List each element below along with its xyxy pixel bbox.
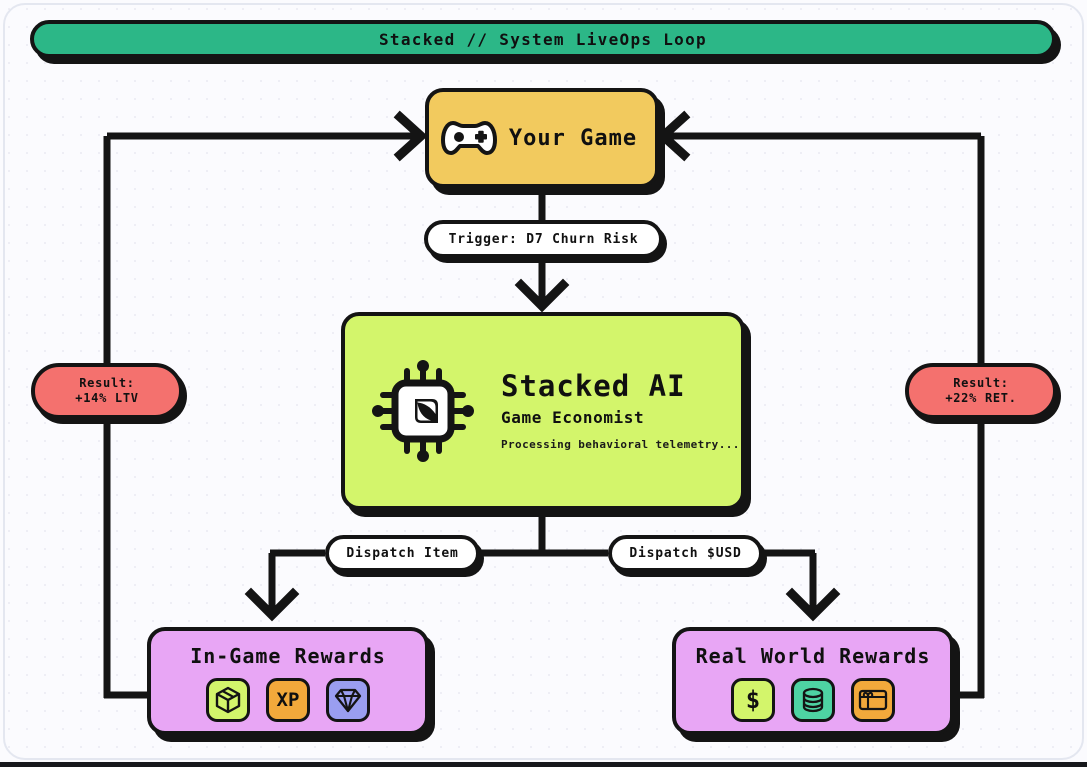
title-banner: Stacked // System LiveOps Loop [30, 20, 1056, 58]
bottom-edge [0, 762, 1087, 767]
dollar-icon: $ [745, 686, 761, 714]
node-stacked-ai-subtitle: Game Economist [501, 407, 645, 427]
node-stacked-ai-title: Stacked AI [501, 369, 686, 404]
arrowhead-into-ai [514, 278, 570, 313]
gift-card-icon [858, 688, 888, 712]
page-title: Stacked // System LiveOps Loop [379, 29, 707, 49]
coins-icon [799, 686, 827, 714]
chip-coins[interactable] [791, 678, 835, 722]
badge-result-left-line1: Result: [79, 376, 135, 390]
pill-trigger-label: Trigger: D7 Churn Risk [448, 231, 639, 247]
xp-icon: XP [276, 689, 300, 711]
arrowhead-right-into-game [656, 110, 691, 162]
badge-result-right: Result: +22% RET. [905, 363, 1057, 419]
pill-dispatch-item[interactable]: Dispatch Item [325, 535, 480, 572]
pill-dispatch-usd[interactable]: Dispatch $USD [608, 535, 763, 572]
cpu-chip-icon [371, 359, 475, 463]
ingame-chip-row: XP [206, 678, 370, 722]
chip-xp[interactable]: XP [266, 678, 310, 722]
node-ingame-rewards[interactable]: In-Game Rewards XP [147, 627, 429, 735]
arrowhead-left-into-game [393, 110, 428, 162]
badge-result-left: Result: +14% LTV [31, 363, 183, 419]
node-stacked-ai-status: Processing behavioral telemetry... [501, 437, 740, 451]
chip-gift-card[interactable] [851, 678, 895, 722]
node-your-game-label: Your Game [508, 125, 638, 151]
loot-box-icon [214, 686, 242, 714]
gamepad-icon [440, 116, 497, 160]
badge-result-right-line1: Result: [953, 376, 1009, 390]
badge-result-right-line2: +22% RET. [945, 391, 1017, 405]
arrowhead-into-ingame [244, 587, 300, 622]
chip-gem[interactable] [326, 678, 370, 722]
chip-dollar[interactable]: $ [731, 678, 775, 722]
node-real-world-rewards[interactable]: Real World Rewards $ [672, 627, 954, 735]
node-your-game[interactable]: Your Game [425, 88, 659, 188]
node-ingame-rewards-title: In-Game Rewards [190, 644, 386, 668]
node-real-world-rewards-title: Real World Rewards [695, 644, 931, 668]
pill-trigger[interactable]: Trigger: D7 Churn Risk [424, 220, 663, 258]
arrowhead-into-real [785, 587, 841, 622]
node-stacked-ai[interactable]: Stacked AI Game Economist Processing beh… [341, 312, 745, 510]
chip-loot-box[interactable] [206, 678, 250, 722]
real-chip-row: $ [731, 678, 895, 722]
badge-result-left-line2: +14% LTV [75, 391, 139, 405]
pill-dispatch-usd-label: Dispatch $USD [629, 546, 742, 561]
pill-dispatch-item-label: Dispatch Item [346, 546, 459, 561]
gem-icon [334, 687, 362, 713]
